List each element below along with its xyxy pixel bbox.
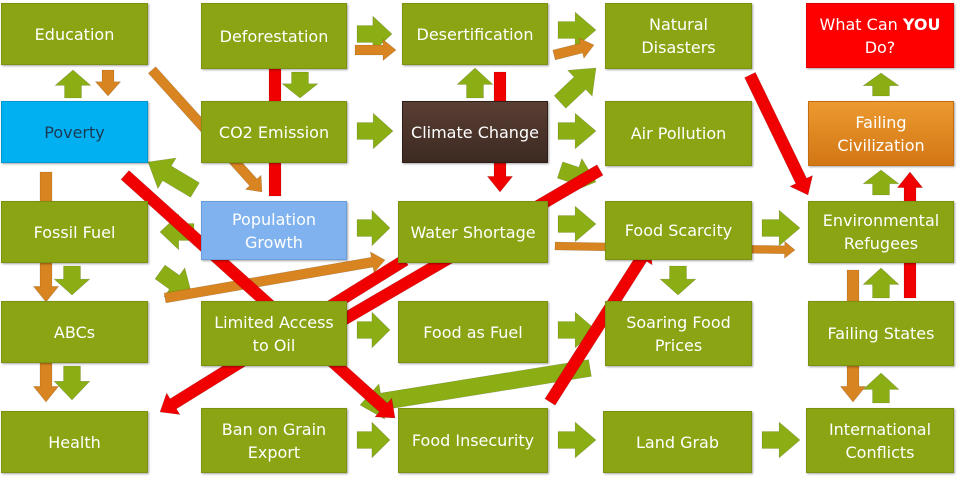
arrow-education-poverty — [94, 69, 122, 97]
arrow-water-food-scarcity — [557, 205, 597, 243]
arrow-food-fuel-prices — [557, 311, 597, 349]
node-food-insecurity: Food Insecurity — [398, 408, 548, 473]
arrow-desertification-disasters-orange — [552, 37, 595, 61]
node-air-pollution: Air Pollution — [605, 101, 752, 166]
arrow-states-refugees — [862, 267, 900, 299]
node-limited-access-to-oil: Limited Access to Oil — [201, 301, 347, 366]
node-food-as-fuel: Food as Fuel — [398, 301, 548, 363]
arrow-co2-climate-change — [356, 112, 394, 150]
arrow-conflicts-states — [862, 372, 900, 404]
arrow-abcs-health — [53, 365, 91, 401]
node-education: Education — [1, 3, 148, 65]
arrow-fossil-abcs — [53, 265, 91, 296]
you-emphasis: YOU — [902, 14, 941, 34]
node-what-can-you-do: What Can YOU Do? — [806, 3, 954, 68]
arrow-disasters-refugees — [744, 71, 814, 196]
arrow-deforestation-co2-down — [281, 71, 319, 99]
arrow-food-scarcity-prices — [659, 265, 697, 296]
node-co2-emission: CO2 Emission — [201, 101, 347, 163]
node-health: Health — [1, 411, 148, 473]
arrow-land-grab-conflicts — [761, 421, 801, 459]
arrow-population-poverty — [147, 157, 200, 198]
node-abcs: ABCs — [1, 301, 148, 363]
node-soaring-food-prices: Soaring Food Prices — [605, 301, 752, 366]
arrow-desertification-natural-disasters — [557, 11, 597, 49]
node-international-conflicts: International Conflicts — [806, 408, 954, 473]
node-failing-civilization: Failing Civilization — [808, 101, 954, 166]
node-climate-change: Climate Change — [402, 101, 548, 163]
arrow-climate-air-pollution — [557, 112, 597, 150]
node-ban-on-grain-export: Ban on Grain Export — [201, 408, 347, 473]
arrow-ban-food-insecurity — [356, 421, 391, 459]
arrow-fossil-growth-diag — [154, 264, 193, 298]
node-population-growth: Population Growth — [201, 201, 347, 260]
arrow-fossil-water-orange — [163, 251, 386, 304]
arrow-refugees-civilization — [862, 169, 900, 196]
arrow-poverty-education — [54, 69, 92, 99]
what-can-you-do-text: What Can — [819, 14, 903, 34]
node-failing-states: Failing States — [808, 301, 954, 366]
arrow-climate-desertification — [456, 67, 494, 99]
arrow-food-scarcity-refugees — [761, 209, 801, 247]
node-desertification: Desertification — [402, 3, 548, 65]
arrow-deforestation-desertification-orange — [354, 38, 397, 62]
node-water-shortage: Water Shortage — [398, 201, 548, 263]
node-land-grab: Land Grab — [603, 411, 752, 473]
what-can-you-do-line2: Do? — [864, 37, 896, 57]
arrow-deforestation-desertification — [356, 15, 393, 53]
arrow-climate-disasters-diag — [553, 67, 597, 109]
arrow-population-water — [356, 209, 391, 247]
node-poverty: Poverty — [1, 101, 148, 163]
arrow-civilization-what — [862, 72, 900, 97]
node-fossil-fuel: Fossil Fuel — [1, 201, 148, 263]
arrow-limited-oil-food-fuel — [356, 311, 391, 349]
node-food-scarcity: Food Scarcity — [605, 201, 752, 260]
node-environmental-refugees: Environmental Refugees — [808, 201, 954, 263]
node-deforestation: Deforestation — [201, 3, 347, 69]
node-natural-disasters: Natural Disasters — [605, 3, 752, 69]
arrow-food-insecurity-land-grab — [557, 421, 597, 459]
